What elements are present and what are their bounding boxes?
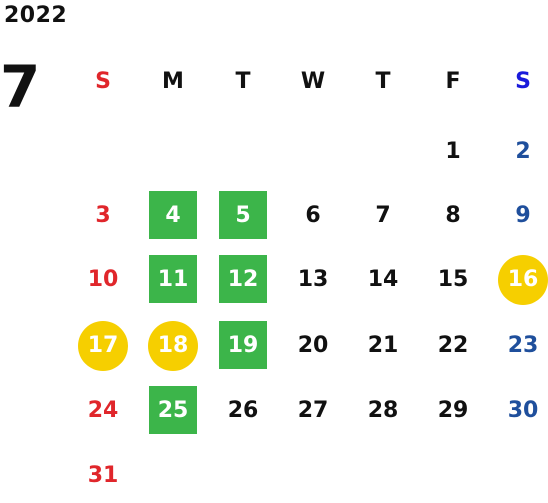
- day-cell-20: 20: [288, 321, 338, 371]
- day-cell-4: 4: [148, 191, 198, 241]
- day-number: 22: [437, 333, 469, 358]
- day-cell-1: 1: [428, 127, 478, 177]
- day-cell-27: 27: [288, 386, 338, 436]
- day-number: 28: [367, 398, 399, 423]
- day-cell-16: 16: [498, 255, 548, 305]
- day-number: 26: [227, 398, 259, 423]
- day-number: 7: [375, 203, 391, 228]
- day-cell-31: 31: [78, 451, 128, 501]
- day-cell-12: 12: [218, 255, 268, 305]
- day-cell-11: 11: [148, 255, 198, 305]
- day-number: 15: [437, 267, 469, 292]
- day-cell-14: 14: [358, 255, 408, 305]
- day-number: 10: [87, 267, 119, 292]
- weekday-fri: F: [445, 69, 461, 94]
- day-number: 18: [157, 333, 189, 358]
- day-number: 20: [297, 333, 329, 358]
- weekday-mon: M: [162, 69, 184, 94]
- day-cell-5: 5: [218, 191, 268, 241]
- day-cell-18: 18: [148, 321, 198, 371]
- day-number: 8: [445, 203, 461, 228]
- day-number: 12: [227, 267, 259, 292]
- day-number: 16: [507, 267, 539, 292]
- day-number: 2: [515, 139, 531, 164]
- day-number: 5: [235, 203, 251, 228]
- day-number: 13: [297, 267, 329, 292]
- day-cell-6: 6: [288, 191, 338, 241]
- day-cell-21: 21: [358, 321, 408, 371]
- day-cell-23: 23: [498, 321, 548, 371]
- day-cell-24: 24: [78, 386, 128, 436]
- weekday-sun: S: [95, 69, 111, 94]
- day-number: 11: [157, 267, 189, 292]
- day-number: 14: [367, 267, 399, 292]
- weekday-tue: T: [235, 69, 251, 94]
- day-cell-17: 17: [78, 321, 128, 371]
- day-cell-13: 13: [288, 255, 338, 305]
- day-number: 1: [445, 139, 461, 164]
- weekday-wed: W: [300, 69, 326, 94]
- weekday-thu: T: [375, 69, 391, 94]
- day-number: 25: [157, 398, 189, 423]
- day-cell-30: 30: [498, 386, 548, 436]
- weekday-sat: S: [515, 69, 531, 94]
- day-number: 31: [87, 463, 119, 488]
- day-number: 9: [515, 203, 531, 228]
- day-cell-29: 29: [428, 386, 478, 436]
- month-label: 7: [0, 53, 41, 121]
- day-number: 24: [87, 398, 119, 423]
- day-cell-10: 10: [78, 255, 128, 305]
- day-number: 19: [227, 333, 259, 358]
- day-cell-7: 7: [358, 191, 408, 241]
- day-cell-3: 3: [78, 191, 128, 241]
- day-number: 27: [297, 398, 329, 423]
- day-number: 30: [507, 398, 539, 423]
- day-cell-19: 19: [218, 321, 268, 371]
- day-cell-2: 2: [498, 127, 548, 177]
- day-cell-15: 15: [428, 255, 478, 305]
- day-number: 6: [305, 203, 321, 228]
- day-cell-8: 8: [428, 191, 478, 241]
- day-number: 3: [95, 203, 111, 228]
- day-number: 17: [87, 333, 119, 358]
- day-cell-25: 25: [148, 386, 198, 436]
- year-label: 2022: [4, 3, 68, 28]
- day-number: 23: [507, 333, 539, 358]
- day-cell-28: 28: [358, 386, 408, 436]
- day-number: 29: [437, 398, 469, 423]
- day-cell-26: 26: [218, 386, 268, 436]
- day-cell-22: 22: [428, 321, 478, 371]
- day-number: 21: [367, 333, 399, 358]
- day-number: 4: [165, 203, 181, 228]
- day-cell-9: 9: [498, 191, 548, 241]
